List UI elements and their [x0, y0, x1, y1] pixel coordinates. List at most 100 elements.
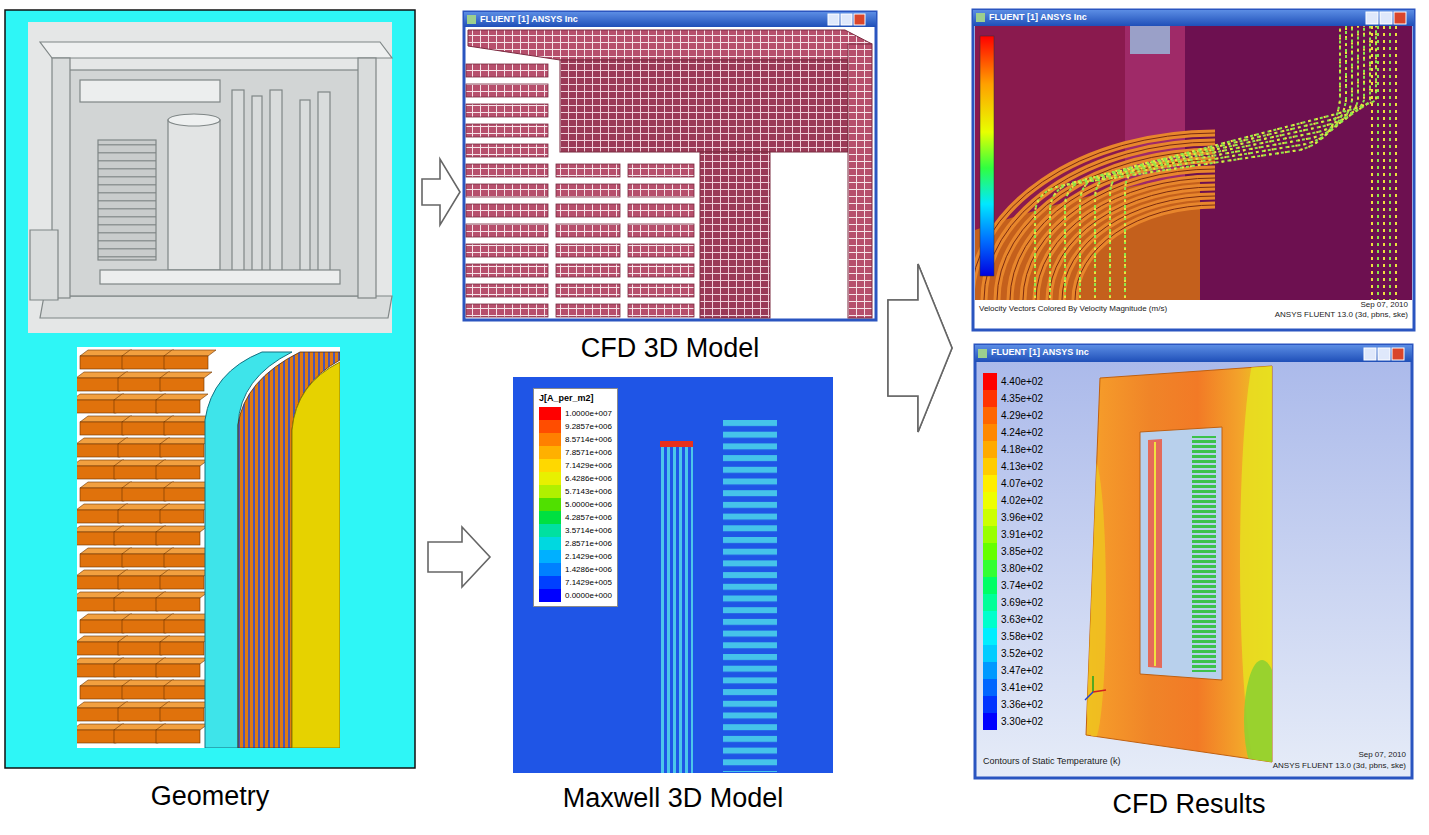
field-art [660, 441, 693, 447]
scale-row: 3.91e+02 [983, 526, 1043, 543]
color-swatch [539, 563, 561, 576]
vector-line [1065, 26, 1352, 298]
fin-top [160, 438, 212, 444]
fin-face [164, 488, 208, 501]
temperature-art [1240, 340, 1284, 780]
fin-face [77, 708, 120, 721]
color-swatch [983, 475, 997, 492]
field-art [660, 446, 693, 773]
color-swatch [983, 390, 997, 407]
velocity-vectors [1035, 26, 1396, 300]
panel-caption: CFD 3D Model [464, 332, 876, 364]
mesh-fin [628, 224, 694, 237]
fin-face [164, 356, 208, 369]
scale-value: 4.2857e+006 [565, 511, 612, 524]
fin-face [122, 554, 166, 567]
mesh-fin [628, 304, 694, 317]
velocity-art [1185, 26, 1412, 300]
geometry-art [238, 352, 340, 748]
fin-face [122, 356, 166, 369]
mesh-fin [628, 264, 694, 277]
geometry-art [77, 350, 340, 748]
fin-face [118, 510, 162, 523]
mesh-fin [466, 64, 548, 77]
mesh-window-art [464, 12, 876, 320]
scale-value: 4.29e+02 [1001, 407, 1043, 424]
fin-face [118, 642, 162, 655]
scale-value: 4.24e+02 [1001, 424, 1043, 441]
scale-row: 4.02e+02 [983, 492, 1043, 509]
fin-face [160, 708, 204, 721]
winding-fins [77, 350, 216, 743]
temperature-art [1154, 442, 1156, 666]
fin-face [80, 686, 124, 699]
fin-face [77, 444, 120, 457]
fin-face [164, 620, 208, 633]
fin-face [118, 576, 162, 589]
vector-line [1095, 26, 1364, 298]
scale-row: 3.30e+02 [983, 713, 1043, 730]
fin-top [160, 504, 212, 510]
block-arrow [888, 264, 952, 432]
solver-version: ANSYS FLUENT 13.0 (3d, pbns, ske) [1275, 310, 1408, 320]
geometry-art [100, 270, 340, 284]
fin-face [122, 488, 166, 501]
vector-line [1095, 26, 1364, 298]
scale-value: 5.7143e+006 [565, 485, 612, 498]
geometry-art [232, 90, 244, 280]
color-swatch [539, 537, 561, 550]
scale-value: 4.35e+02 [1001, 390, 1043, 407]
velocity-art [1366, 12, 1378, 24]
mesh-window-art [828, 14, 839, 25]
mesh-fin [556, 184, 620, 197]
scale-value: 4.13e+02 [1001, 458, 1043, 475]
geometry-art [300, 100, 310, 280]
scale-value: 7.1429e+005 [565, 576, 612, 589]
scale-value: 4.07e+02 [1001, 475, 1043, 492]
mesh-fin [628, 204, 694, 217]
vector-line [1383, 26, 1385, 300]
color-swatch [983, 441, 997, 458]
temperature-art [1085, 692, 1093, 700]
fin-top [156, 658, 208, 664]
mesh-fin [556, 264, 620, 277]
scale-row: 3.85e+02 [983, 543, 1043, 560]
color-scale: 1.0000e+0079.2857e+0068.5714e+0067.8571e… [539, 407, 612, 602]
scale-row: 6.4286e+006 [539, 472, 612, 485]
color-swatch [983, 458, 997, 475]
fin-top [156, 460, 208, 466]
color-swatch [539, 459, 561, 472]
temperature-art [975, 340, 1412, 780]
plot-description: Contours of Static Temperature (k) [983, 756, 1120, 767]
fin-face [114, 400, 158, 413]
fin-face [122, 422, 166, 435]
scale-row: 4.35e+02 [983, 390, 1043, 407]
geometry-art [77, 347, 340, 748]
fin-top [156, 724, 208, 730]
panel-caption: Geometry [5, 780, 415, 812]
geometry-art [40, 42, 392, 58]
mesh-fin [466, 124, 548, 137]
geometry-art [58, 70, 370, 296]
fin-face [164, 686, 208, 699]
mesh-fin [466, 204, 548, 217]
fin-face [164, 554, 208, 567]
coil-arc [1062, 196, 1215, 300]
temperature-art [975, 345, 1412, 362]
scale-row: 4.18e+02 [983, 441, 1043, 458]
fin-face [114, 532, 158, 545]
fin-face [122, 620, 166, 633]
scale-value: 5.0000e+006 [565, 498, 612, 511]
vector-line [1080, 26, 1358, 298]
color-swatch [539, 446, 561, 459]
color-swatch [539, 498, 561, 511]
fin-face [114, 664, 158, 677]
geometry-art [28, 22, 392, 333]
scale-value: 1.0000e+007 [565, 407, 612, 420]
fin-face [80, 422, 124, 435]
window-title: FLUENT [1] ANSYS Inc [989, 10, 1087, 25]
scale-row: 3.80e+02 [983, 560, 1043, 577]
fin-top [164, 350, 216, 356]
fin-face [156, 466, 200, 479]
mesh-fin [556, 304, 620, 317]
